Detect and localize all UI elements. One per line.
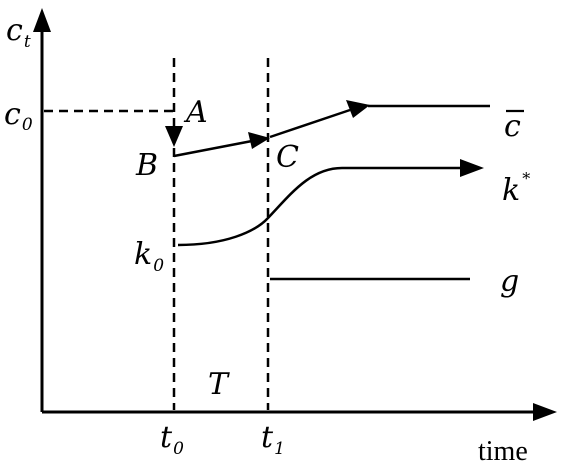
k-curve [177, 166, 470, 247]
drop-arrowhead-a [165, 126, 183, 147]
dashed-guides [44, 58, 270, 410]
x-axis-label: time [478, 436, 528, 466]
interval-t-label: T [208, 367, 230, 402]
c0-label: c0 [4, 97, 33, 135]
kstar-label: k* [502, 169, 530, 208]
point-a-label: A [183, 95, 208, 130]
cbar-label: c [504, 109, 521, 144]
path-b-to-c [173, 139, 253, 158]
y-axis-label: ct [6, 13, 31, 52]
axes [40, 30, 535, 414]
arrowhead-at-c [248, 132, 270, 149]
y-axis-arrowhead [33, 8, 51, 32]
point-b-label: B [135, 148, 158, 183]
path-c-to-cbar [269, 108, 351, 139]
consumption-path [173, 104, 490, 158]
k0-label: k0 [134, 237, 164, 276]
t0-label: t0 [160, 420, 184, 459]
t1-label: t1 [261, 420, 285, 459]
kstar-arrowhead [460, 159, 484, 177]
arrowhead-at-cbar [346, 100, 370, 118]
x-axis-arrowhead [533, 403, 557, 421]
g-label: g [500, 264, 519, 299]
point-c-label: C [276, 140, 299, 175]
